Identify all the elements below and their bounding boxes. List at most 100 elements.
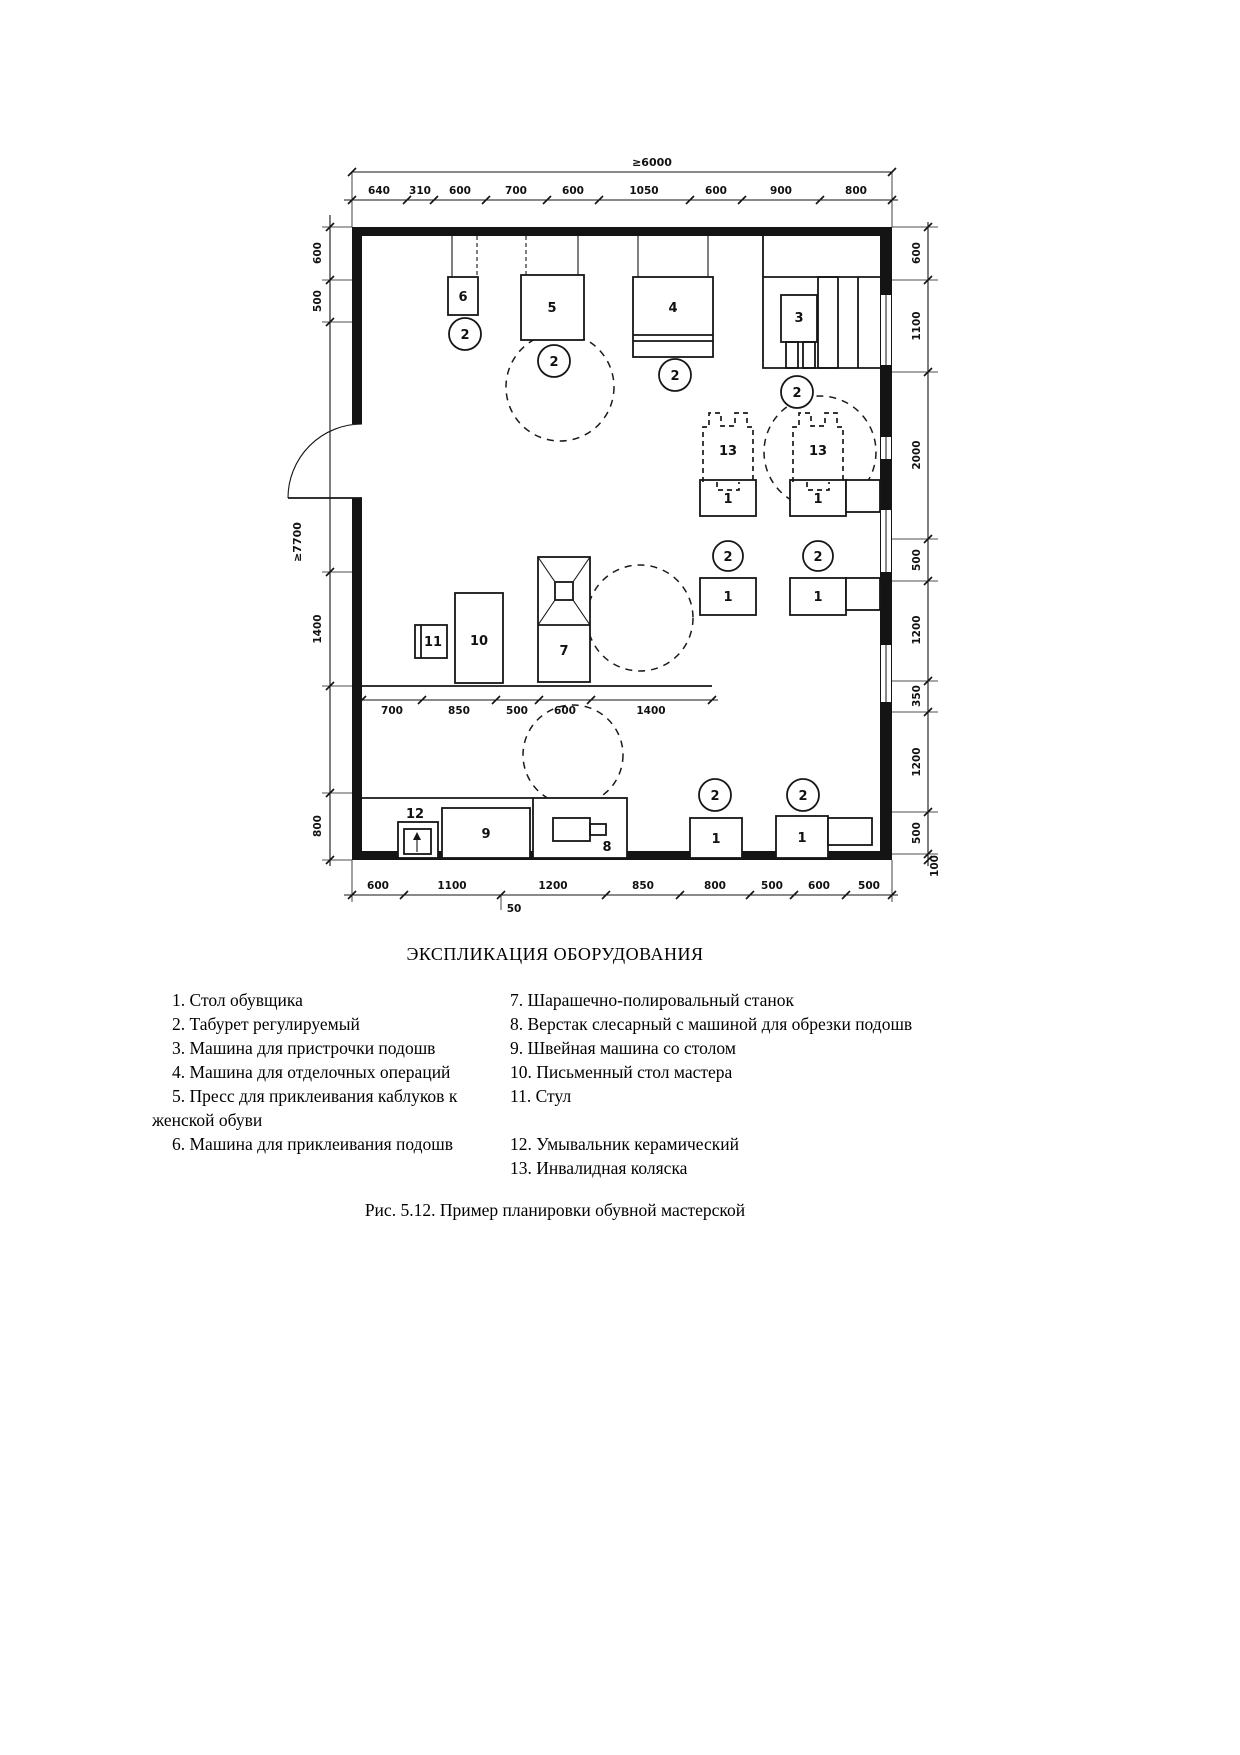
equipment-label: 8 [602, 840, 611, 855]
equipment-label: 3 [794, 311, 803, 326]
dimension-chain-interior: 700 850 500 600 1400 [355, 695, 718, 717]
legend-item: 7. Шарашечно-полировальный станок [510, 990, 795, 1010]
dim-label: 500 [858, 880, 880, 892]
dim-label: 600 [562, 185, 584, 197]
wall-top [352, 227, 892, 236]
equipment-label: 1 [723, 590, 732, 605]
dim-label: 1100 [911, 311, 923, 340]
dim-label: 800 [704, 880, 726, 892]
dim-label: 600 [911, 242, 923, 264]
dim-label: 1050 [629, 185, 658, 197]
legend-item: 2. Табурет регулируемый [172, 1014, 360, 1034]
floor-plan-figure: 6 5 4 3 [287, 156, 941, 915]
window-icon [881, 295, 891, 702]
dim-label: 850 [632, 880, 654, 892]
dim-label: 600 [705, 185, 727, 197]
legend-title: ЭКСПЛИКАЦИЯ ОБОРУДОВАНИЯ [406, 944, 704, 964]
dim-label: 500 [506, 705, 528, 717]
turning-circle-icon [763, 395, 877, 509]
dim-label: 1200 [538, 880, 567, 892]
dim-label: 350 [911, 685, 923, 707]
dim-label: 600 [554, 705, 576, 717]
dim-label: 600 [808, 880, 830, 892]
dim-label: 500 [312, 290, 324, 312]
equipment-label: 2 [460, 328, 469, 343]
dimension-chain-left: 600 500 1400 800 ≥7700 [291, 215, 352, 866]
wheelchair-turning-circles [505, 332, 877, 806]
equipment-label: 1 [723, 492, 732, 507]
wall-left-lower [352, 498, 362, 860]
dim-label: 100 [929, 855, 941, 877]
stools: 2 2 2 2 2 2 2 2 [448, 317, 834, 812]
equipment-8-workbench: 8 [532, 797, 628, 859]
figure-caption: Рис. 5.12. Пример планировки обувной мас… [364, 1200, 746, 1220]
dim-label: 500 [911, 822, 923, 844]
dim-label: 310 [409, 185, 431, 197]
equipment-label: 2 [549, 355, 558, 370]
dim-label: 1200 [911, 747, 923, 776]
door-icon [287, 423, 363, 499]
wheelchairs: 13 13 [702, 412, 844, 491]
equipment-12-washbasin: 12 [397, 807, 439, 859]
equipment-label: 2 [792, 386, 801, 401]
equipment-label: 2 [670, 369, 679, 384]
dim-label: 2000 [911, 440, 923, 469]
equipment-label: 6 [458, 290, 467, 305]
dim-label: 800 [845, 185, 867, 197]
legend-item: 8. Верстак слесарный с машиной для обрез… [510, 1014, 913, 1034]
dim-label: 850 [448, 705, 470, 717]
equipment-label: 2 [798, 789, 807, 804]
shoemaker-tables: 1 1 1 1 1 1 [689, 479, 881, 859]
legend-item: 12. Умывальник керамический [510, 1134, 740, 1154]
dim-label: 900 [770, 185, 792, 197]
legend-item: 6. Машина для приклеивания подошв [172, 1134, 454, 1154]
dim-label: 1100 [437, 880, 466, 892]
dim-label: 640 [368, 185, 390, 197]
dim-label: 600 [312, 242, 324, 264]
dimension-chain-bottom: 600 1100 1200 850 800 500 600 500 50 [344, 860, 898, 915]
legend-item: 11. Стул [510, 1086, 572, 1106]
dim-label: 1400 [636, 705, 665, 717]
equipment-label: 13 [809, 444, 827, 459]
equipment-label: 4 [668, 301, 677, 316]
tap-arrow-icon [413, 832, 421, 840]
legend-item: 3. Машина для пристрочки подошв [172, 1038, 436, 1058]
legend-item: 5. Пресс для приклеивания каблуков к жен… [152, 1086, 458, 1130]
legend-item: 4. Машина для отделочных операций [172, 1062, 451, 1082]
legend-column-right: 7. Шарашечно-полировальный станок 8. Вер… [490, 988, 1050, 1180]
equipment-label: 10 [470, 634, 488, 649]
turning-circle-icon [522, 704, 624, 806]
dim-label: 500 [911, 549, 923, 571]
equipment-10-desk: 10 [454, 592, 504, 684]
overall-width-label: ≥6000 [632, 156, 672, 169]
equipment-label: 1 [813, 492, 822, 507]
turning-circle-icon [505, 332, 615, 442]
equipment-label: 2 [813, 550, 822, 565]
dimension-chain-right: 600 1100 2000 500 1200 350 1200 500 100 [892, 222, 941, 877]
interior-partitions [362, 685, 712, 799]
dim-label: 500 [761, 880, 783, 892]
dim-label: 700 [505, 185, 527, 197]
legend-column-left: 1. Стол обувщика 2. Табурет регулируемый… [152, 988, 488, 1156]
turning-circle-icon [586, 564, 694, 672]
legend-item: 9. Швейная машина со столом [510, 1038, 736, 1058]
equipment-label: 1 [797, 831, 806, 846]
equipment-label: 11 [424, 635, 442, 650]
legend-item: 1. Стол обувщика [172, 990, 303, 1010]
equipment-7-polishing-machine: 7 [537, 556, 591, 683]
equipment-label: 9 [481, 827, 490, 842]
dim-label: 800 [312, 815, 324, 837]
dim-label: 700 [381, 705, 403, 717]
equipment-9-sewing-machine: 9 [441, 807, 531, 859]
equipment-label: 7 [559, 644, 568, 659]
equipment-label: 5 [547, 301, 556, 316]
equipment-label: 1 [711, 832, 720, 847]
dim-label: 50 [507, 903, 522, 915]
dim-label: 600 [367, 880, 389, 892]
wall-left-upper [352, 227, 362, 424]
equipment-label: 2 [723, 550, 732, 565]
equipment-6-gluing-machine: 6 [447, 236, 479, 316]
dimension-chain-top: ≥6000 640 310 600 700 600 1050 600 900 8… [344, 156, 898, 227]
equipment-label: 13 [719, 444, 737, 459]
